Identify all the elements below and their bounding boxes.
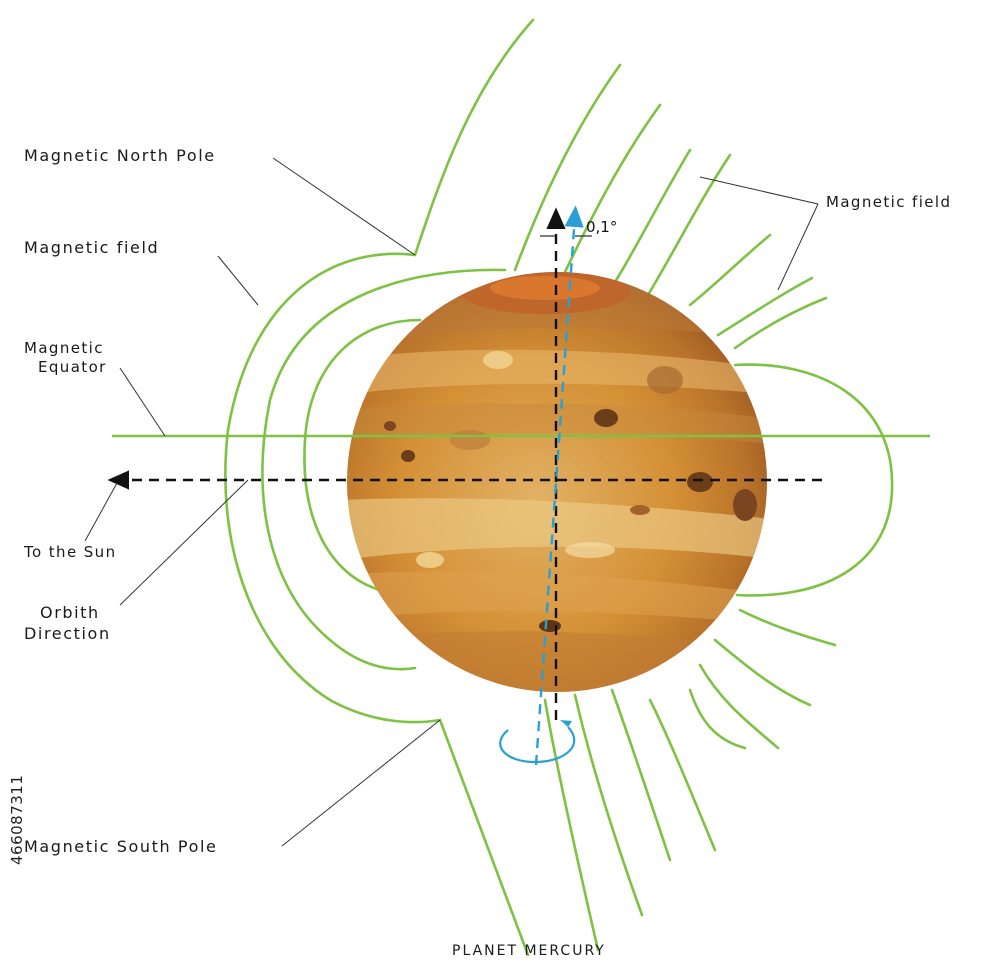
- field-line-right-3: [613, 148, 692, 284]
- field-line-right-15: [543, 698, 600, 952]
- field-line-left-3: [303, 318, 422, 592]
- label-to-the-sun: To the Sun: [24, 543, 117, 561]
- field-line-right-2: [563, 103, 662, 274]
- field-line-right-5: [688, 233, 772, 307]
- field-line-right-9: [713, 638, 812, 707]
- diagram-caption: PLANET MERCURY: [452, 943, 606, 959]
- tilt-angle-label: 0,1°: [586, 218, 617, 236]
- label-orbit-direction-line2: Direction: [24, 624, 111, 643]
- magnetic-field-lines: [224, 18, 894, 957]
- label-magnetic-north-pole: Magnetic North Pole: [24, 146, 216, 165]
- field-line-right-7: [733, 296, 828, 350]
- rotation-axis: [534, 205, 584, 766]
- leader-lines: [84, 157, 819, 847]
- label-magnetic-field-right: Magnetic field: [826, 193, 952, 211]
- field-line-right-12: [648, 698, 717, 852]
- planet-mercury: [347, 272, 767, 692]
- field-line-right-1: [513, 63, 622, 272]
- field-line-right-14: [573, 693, 644, 917]
- label-magnetic-south-pole: Magnetic South Pole: [24, 837, 218, 856]
- stock-watermark-id: 466087311: [8, 774, 26, 865]
- label-orbit-direction-line1: Orbith: [40, 603, 100, 622]
- field-line-right-6: [716, 276, 814, 337]
- label-magnetic-equator-line1: Magnetic: [24, 339, 104, 357]
- label-magnetic-equator-line2: Equator: [38, 358, 107, 376]
- rotation-indicator: [499, 726, 576, 764]
- field-line-right-loop: [733, 363, 894, 597]
- field-line-right-8: [738, 608, 837, 647]
- field-line-right-10: [698, 663, 780, 750]
- field-line-right-11: [688, 688, 747, 750]
- field-line-left-outer: [224, 18, 535, 957]
- field-line-right-13: [610, 688, 672, 862]
- label-magnetic-field-left: Magnetic field: [24, 238, 160, 257]
- field-line-left-2: [261, 268, 507, 671]
- rotation-arrowhead: [560, 720, 572, 727]
- field-line-right-4: [646, 153, 732, 297]
